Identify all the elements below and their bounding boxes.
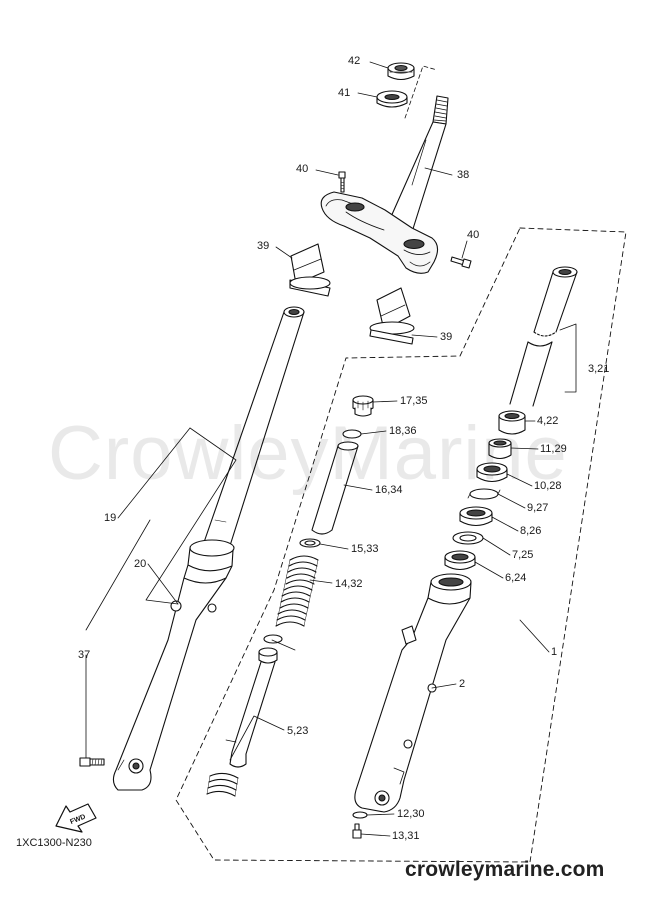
spring-14-part xyxy=(275,555,319,627)
label-10-28: 10,28 xyxy=(534,480,562,492)
website-footer: crowleymarine.com xyxy=(405,858,605,881)
label-20: 20 xyxy=(134,558,147,570)
label-5-23: 5,23 xyxy=(287,725,309,737)
left-fork-assembly-19-part xyxy=(112,306,305,791)
label-2: 2 xyxy=(459,678,466,690)
label-41: 41 xyxy=(338,87,351,99)
label-13-31: 13,31 xyxy=(392,830,420,842)
label-17-35: 17,35 xyxy=(400,395,428,407)
bushing-4-part xyxy=(498,410,526,435)
seal-8-part xyxy=(459,506,493,527)
label-14-32: 14,32 xyxy=(335,578,363,590)
rebound-spring-part xyxy=(206,772,239,797)
bolt-37-part xyxy=(79,757,105,767)
o-ring-18-part xyxy=(342,429,362,439)
label-8-26: 8,26 xyxy=(520,525,542,537)
stem-leader-dashed xyxy=(404,65,438,119)
label-16-34: 16,34 xyxy=(375,484,403,496)
oil-seal-10-part xyxy=(476,462,508,483)
label-11-29: 11,29 xyxy=(540,443,567,455)
label-42: 42 xyxy=(348,55,361,67)
outer-tube-2-part xyxy=(354,573,472,813)
washer-15-part xyxy=(299,538,321,548)
bolt-40-lower-part xyxy=(450,256,472,269)
washer-12-part xyxy=(352,811,368,819)
leader-lines xyxy=(85,61,577,837)
spacer-16-part xyxy=(311,441,359,535)
bolt-13-part xyxy=(352,823,362,839)
label-12-30: 12,30 xyxy=(397,808,425,820)
label-40-upper: 40 xyxy=(296,163,309,175)
label-18-36: 18,36 xyxy=(389,425,417,437)
label-7-25: 7,25 xyxy=(512,549,534,561)
label-19: 19 xyxy=(104,512,117,524)
label-38: 38 xyxy=(457,169,470,181)
cap-bolt-17-part xyxy=(352,395,374,417)
washer-41-part xyxy=(376,90,408,108)
label-3-21: 3,21 xyxy=(588,363,610,375)
watermark-text: CrowleyMarine xyxy=(48,411,568,496)
cover-39-left-part xyxy=(289,243,331,297)
label-40-lower: 40 xyxy=(467,229,480,241)
label-4-22: 4,22 xyxy=(537,415,559,427)
inner-tube-3-part xyxy=(509,266,578,407)
dust-seal-6-part xyxy=(444,550,476,571)
label-39-left: 39 xyxy=(257,240,270,252)
figure-code: 1XC1300-N230 xyxy=(16,837,92,849)
label-9-27: 9,27 xyxy=(527,502,549,514)
clip-9-part xyxy=(467,488,501,500)
fwd-arrow-icon: FWD xyxy=(55,803,97,833)
label-37: 37 xyxy=(78,649,91,661)
steering-stem-38-part xyxy=(385,95,449,233)
label-1: 1 xyxy=(551,646,558,658)
bolt-40-upper-part xyxy=(338,171,346,193)
damper-rod-5-part xyxy=(225,647,278,768)
ring-small-part xyxy=(263,634,283,644)
assembly-1-boundary xyxy=(175,227,627,863)
nut-42-part xyxy=(387,62,415,81)
assembly-19-boundary xyxy=(145,427,237,605)
under-bracket-part xyxy=(320,191,439,274)
cover-39-right-part xyxy=(369,287,415,345)
label-15-33: 15,33 xyxy=(351,543,379,555)
washer-7-part xyxy=(452,531,484,545)
bushing-11-part xyxy=(488,438,512,460)
label-39-right: 39 xyxy=(440,331,453,343)
label-6-24: 6,24 xyxy=(505,572,527,584)
